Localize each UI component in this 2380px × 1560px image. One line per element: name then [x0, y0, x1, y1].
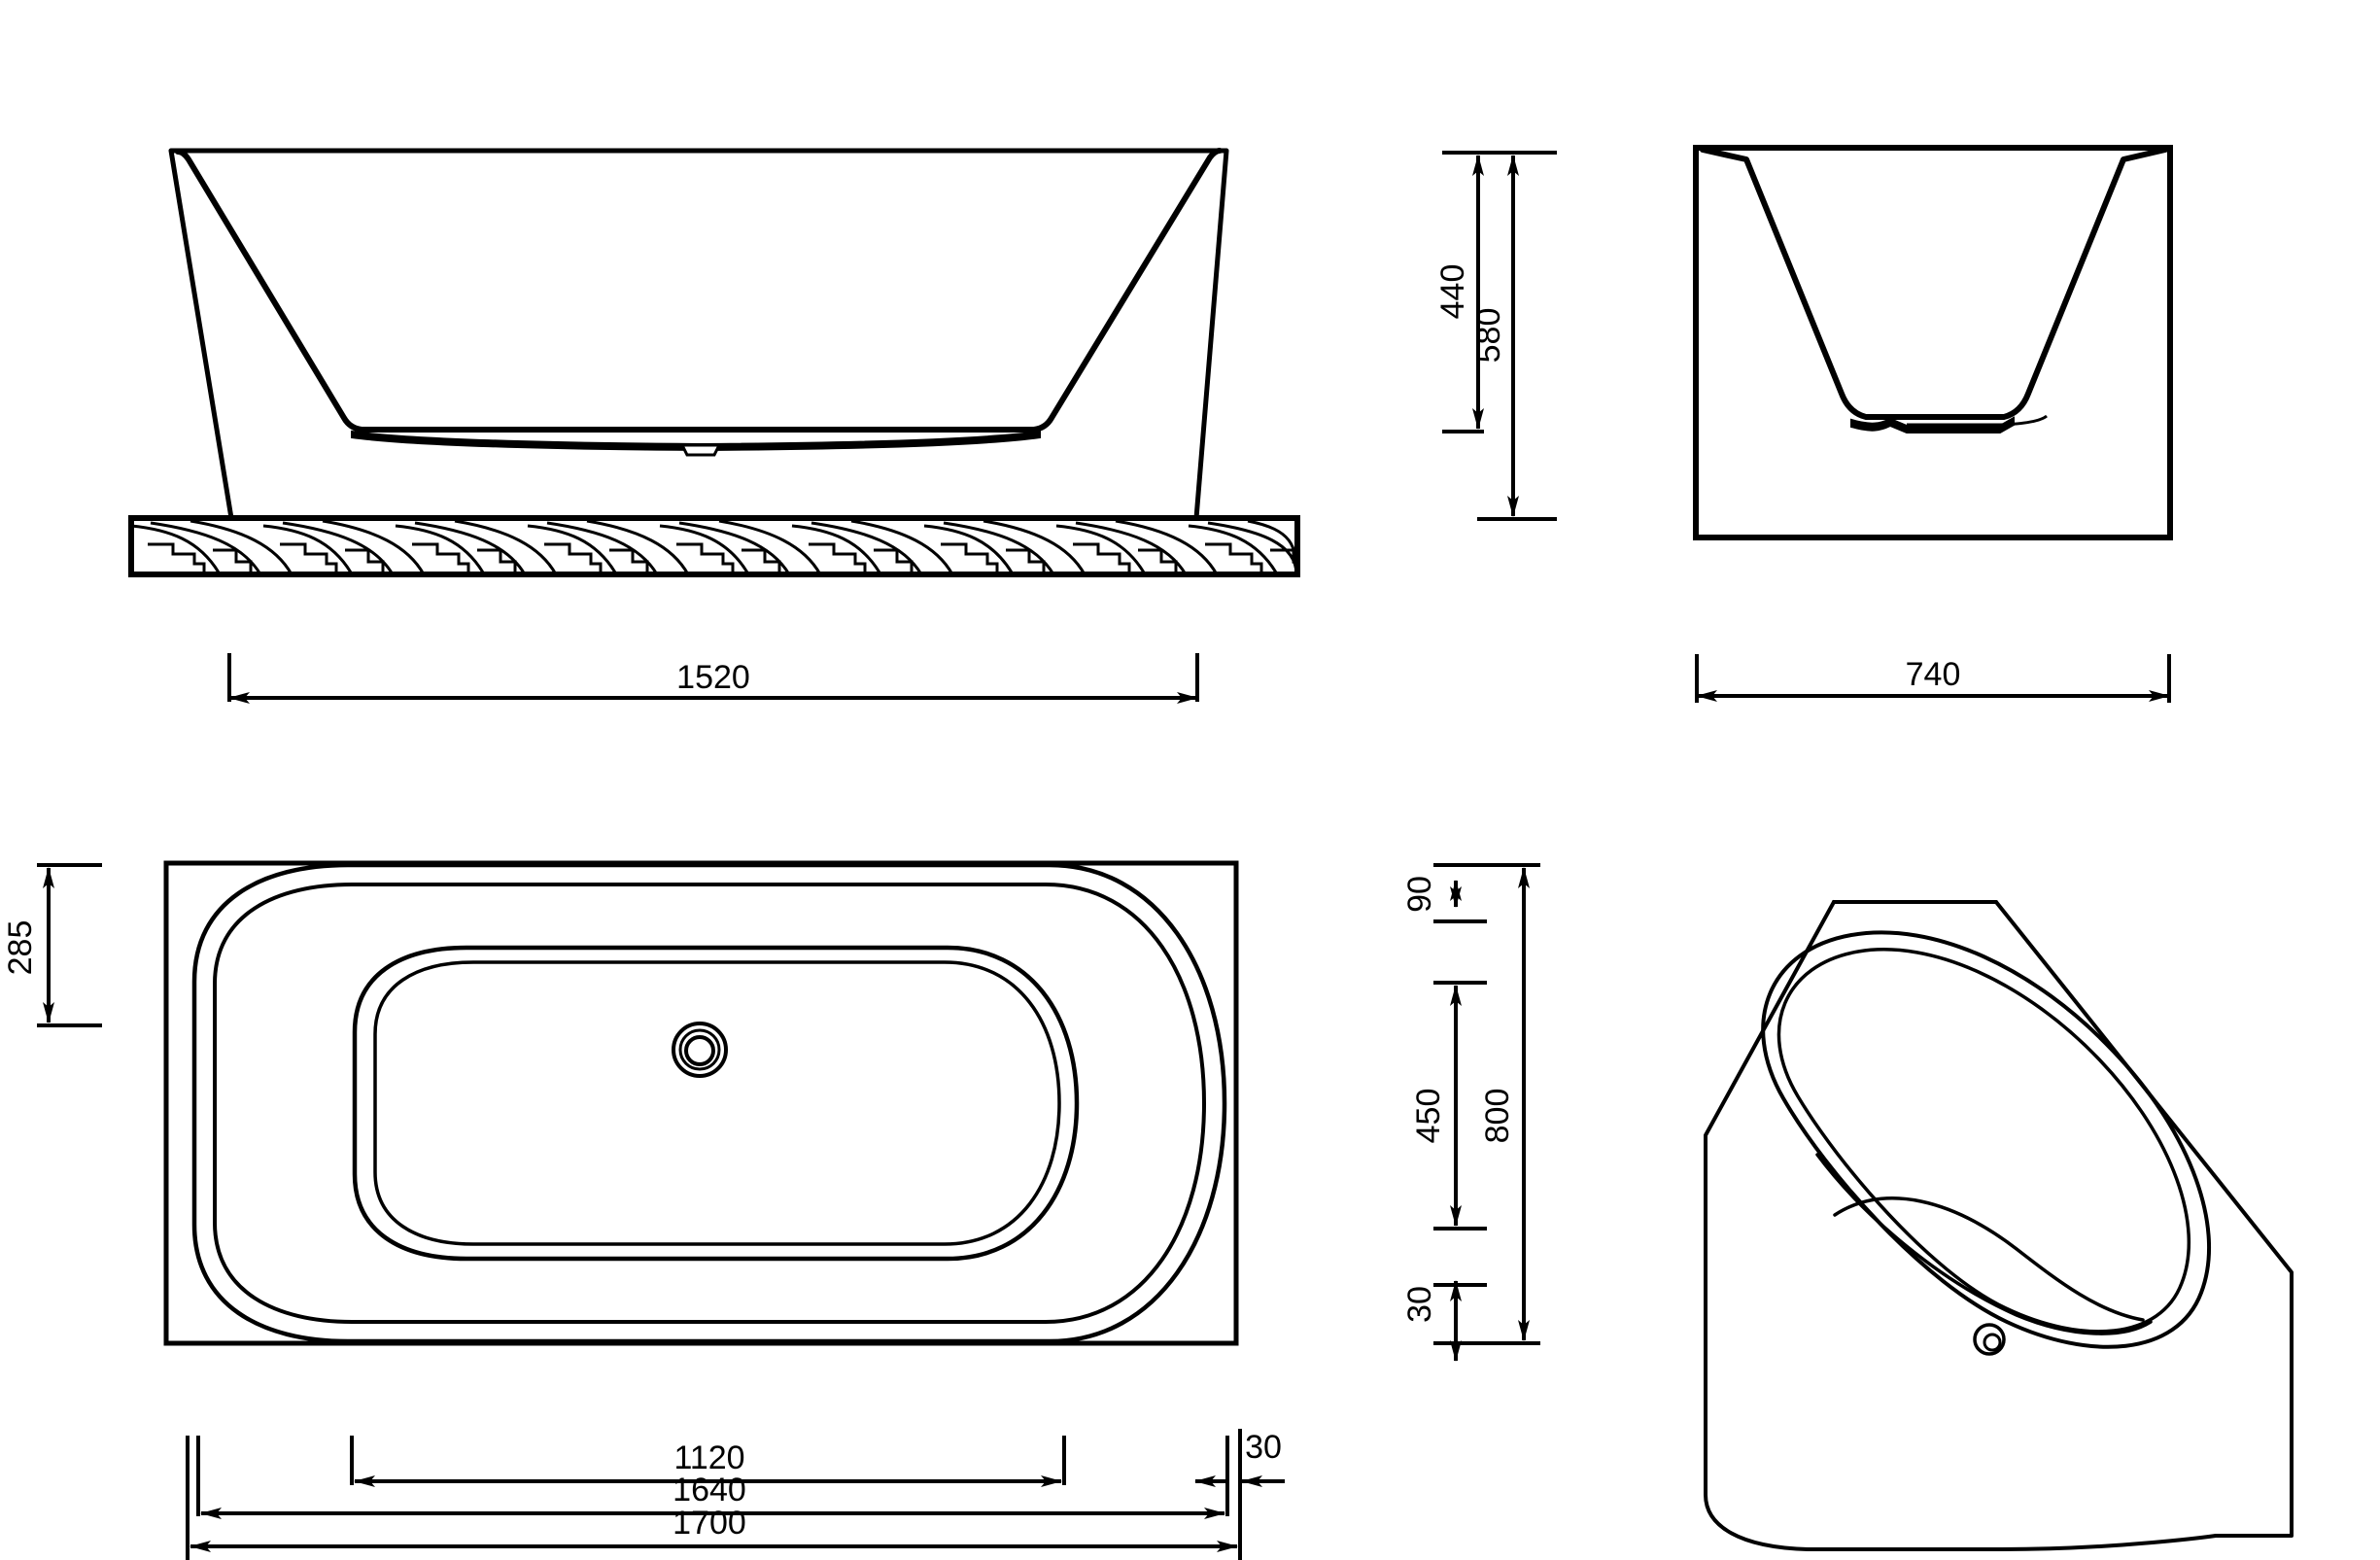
drain-inner-ring	[684, 1035, 715, 1066]
side-tub-inner-bowl	[1700, 147, 2168, 420]
drain-mid-ring	[678, 1028, 721, 1071]
dimension-label-30-bottom: 30	[1401, 1286, 1438, 1323]
dimension-label-1700: 1700	[673, 1505, 746, 1542]
dimension-label-440: 440	[1434, 264, 1471, 320]
plan-tub-rim-offset	[213, 883, 1207, 1324]
isometric-view	[1704, 900, 2294, 1551]
front-drain-notch	[679, 443, 722, 457]
dimension-plan-vertical-stack: 90 450 800 30	[1401, 863, 1540, 1362]
plan-drain	[672, 1022, 728, 1078]
dimension-label-450: 450	[1410, 1089, 1447, 1144]
plan-bowl-outer	[352, 945, 1080, 1262]
dimension-label-30-right: 30	[1245, 1429, 1282, 1466]
iso-bowl-interior-floor	[1833, 1196, 2145, 1322]
floor-wood-hatch	[131, 519, 1297, 575]
dimension-label-1640: 1640	[673, 1472, 746, 1508]
side-elevation-view: 440 580 740	[1434, 145, 2173, 703]
front-tub-inner-bowl	[175, 148, 1223, 433]
dimension-label-800: 800	[1479, 1089, 1516, 1144]
dimension-label-285: 285	[2, 920, 39, 976]
iso-drain	[1973, 1323, 2006, 1356]
iso-bowl-interior-edge	[1815, 1153, 2153, 1335]
dimension-label-1520: 1520	[676, 659, 750, 696]
side-tub-outer-body	[1693, 145, 2173, 540]
side-bowl-ledge	[1907, 414, 2048, 427]
drain-outer-ring	[672, 1022, 728, 1078]
dimension-plan-left-285: 285	[2, 863, 102, 1027]
front-elevation-view: 1520	[128, 148, 1300, 704]
dimension-label-1120: 1120	[673, 1439, 744, 1476]
iso-rim-outer	[1761, 930, 2212, 1349]
plan-tub-outer-edge	[191, 862, 1227, 1344]
dimension-label-740: 740	[1906, 656, 1961, 693]
iso-drain-outer	[1973, 1323, 2006, 1356]
plan-bowl-inner	[373, 960, 1061, 1246]
plan-view: 285 9	[2, 860, 1540, 1560]
dimension-front-width-1520: 1520	[227, 653, 1199, 704]
iso-drain-inner	[1983, 1333, 2002, 1352]
iso-body-left-and-front	[1704, 900, 2218, 1551]
dimension-label-580: 580	[1470, 308, 1507, 364]
front-bowl-floor-line	[351, 430, 1041, 452]
dimension-label-90: 90	[1401, 876, 1438, 913]
iso-rim-inner	[1776, 948, 2191, 1334]
dimension-plan-horizontal-stack: 1120 1640 1700 30	[186, 1429, 1285, 1560]
dimension-height-stack: 440 580	[1434, 151, 1557, 521]
dimension-side-width-740: 740	[1695, 654, 2171, 703]
